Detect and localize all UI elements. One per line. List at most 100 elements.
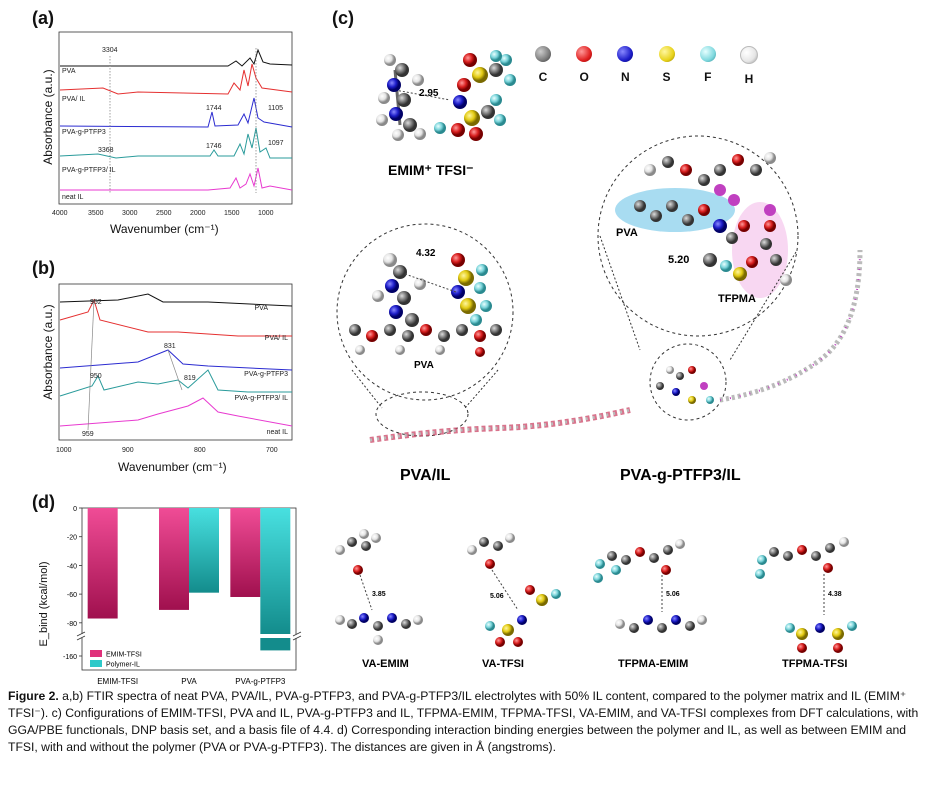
- panel-b-ftir-chart: PVA PVA/ IL PVA-g-PTFP3 PVA-g-PTFP3/ IL …: [56, 283, 293, 454]
- va-emim-label: VA-EMIM: [362, 658, 409, 670]
- annot-1097: 1097: [268, 140, 284, 147]
- carbon-atom-icon: [535, 46, 551, 62]
- trace-label-pva: PVA: [62, 68, 76, 75]
- va-emim-complex: [335, 529, 423, 645]
- legend-symbol: O: [579, 70, 589, 84]
- panel-label-c: (c): [332, 8, 354, 28]
- x-tick-label: PVA: [181, 677, 197, 686]
- figure-label: Figure 2.: [8, 689, 59, 703]
- pva-il-distance: 4.32: [416, 248, 436, 259]
- pva-il-inset-circle: [336, 223, 514, 401]
- trace-label-neat-il: neat IL: [267, 429, 289, 436]
- tfpma-emim-label: TFPMA-EMIM: [618, 658, 688, 670]
- panel-label-d: (d): [32, 492, 55, 512]
- tfpma-emim-distance: 5.06: [666, 591, 680, 598]
- axis-break-mark: [292, 631, 302, 637]
- axis-break-gap: [78, 634, 300, 638]
- panel-d-ylabel: E_bind (kcal/mol): [38, 561, 50, 647]
- x-tick: 1500: [224, 210, 240, 217]
- va-tfsi-distance: 5.06: [490, 593, 504, 600]
- panel-label-b: (b): [32, 258, 55, 278]
- pva-il-inset-molecules: [349, 253, 502, 357]
- pva-g-inset-tfpma-label: TFPMA: [718, 293, 756, 305]
- legend-label-0: EMIM-TFSI: [106, 652, 142, 659]
- panel-b-ylabel: Absorbance (a.u.): [41, 304, 55, 400]
- pva-g-inset-molecules: [634, 152, 792, 286]
- legend-F: F: [693, 46, 723, 86]
- pva-il-title: PVA/IL: [400, 467, 451, 484]
- trace-label-pva-g: PVA-g-PTFP3: [244, 371, 288, 378]
- fluorine-atom-icon: [699, 46, 716, 62]
- panel-a-xlabel: Wavenumber (cm⁻¹): [110, 222, 219, 236]
- x-tick: 700: [266, 447, 278, 454]
- va-tfsi-complex: [467, 533, 561, 647]
- legend-symbol: H: [744, 72, 754, 86]
- x-tick: 3500: [88, 210, 104, 217]
- x-tick-label: PVA-g-PTFP3: [235, 677, 286, 686]
- emim-tfsi-distance: 2.95: [419, 88, 439, 99]
- pva-g-inset-circle: [597, 135, 799, 337]
- bar-0-2: [230, 508, 261, 597]
- emim-tfsi-molecule: [376, 50, 516, 141]
- tfpma-tfsi-distance: 4.38: [828, 591, 842, 598]
- panel-a-ftir-chart: PVA PVA/ IL PVA-g-PTFP3 PVA-g-PTFP3/ IL …: [52, 31, 293, 217]
- pva-g-chain-molecule: [656, 366, 714, 404]
- hydrogen-atom-icon: [739, 46, 758, 64]
- pva-g-inset-pva-label: PVA: [616, 227, 638, 239]
- tfpma-tfsi-label: TFPMA-TFSI: [782, 658, 847, 670]
- legend-swatch-1: [90, 660, 102, 667]
- axis-break-mark: [292, 635, 302, 641]
- figure-caption: Figure 2. a,b) FTIR spectra of neat PVA,…: [8, 688, 920, 756]
- oxygen-atom-icon: [576, 46, 593, 62]
- x-tick: 4000: [52, 210, 68, 217]
- y-tick-label: -80: [67, 621, 77, 628]
- annot-831: 831: [164, 343, 176, 350]
- caption-text: a,b) FTIR spectra of neat PVA, PVA/IL, P…: [8, 689, 919, 754]
- x-tick: 2000: [190, 210, 206, 217]
- bar-0-1: [159, 508, 189, 610]
- legend-N: N: [610, 46, 640, 86]
- x-tick: 900: [122, 447, 134, 454]
- sulfur-atom-icon: [658, 46, 675, 62]
- legend-symbol: F: [704, 70, 712, 84]
- axis-break-mark: [76, 635, 86, 641]
- x-tick-label: EMIM-TFSI: [97, 677, 138, 686]
- trace-label-pva: PVA: [255, 305, 269, 312]
- legend-swatch-0: [90, 650, 102, 657]
- legend-symbol: C: [538, 70, 548, 84]
- annot-1105: 1105: [268, 105, 283, 112]
- legend-symbol: N: [621, 70, 630, 84]
- annot-1744: 1744: [206, 105, 222, 112]
- x-tick: 1000: [56, 447, 72, 454]
- panel-b-xlabel: Wavenumber (cm⁻¹): [118, 460, 227, 474]
- legend-H: H: [734, 46, 764, 86]
- y-tick-label: -60: [67, 592, 77, 599]
- annot-3368: 3368: [98, 147, 114, 154]
- x-tick: 2500: [156, 210, 172, 217]
- legend-S: S: [652, 46, 682, 86]
- tfpma-emim-complex: [593, 539, 707, 633]
- tfpma-tfsi-complex: [755, 537, 857, 653]
- trace-label-pva-g-il: PVA-g-PTFP3/ IL: [62, 167, 116, 174]
- y-tick-label: -20: [67, 535, 77, 542]
- annot-3304: 3304: [102, 47, 118, 54]
- y-tick-label: -40: [67, 563, 77, 570]
- legend-C: C: [528, 46, 558, 86]
- pva-g-chain: [719, 249, 863, 403]
- bar-0-0: [87, 508, 118, 619]
- pva-g-distance: 5.20: [668, 254, 689, 266]
- annot-819: 819: [184, 375, 196, 382]
- y-tick-label: 0: [73, 506, 77, 513]
- va-emim-distance: 3.85: [372, 591, 386, 598]
- legend-label-1: Polymer-IL: [106, 662, 140, 669]
- nitrogen-atom-icon: [617, 46, 634, 62]
- annot-952: 952: [90, 299, 102, 306]
- va-tfsi-label: VA-TFSI: [482, 658, 524, 670]
- annot-959: 959: [82, 431, 94, 438]
- annot-1746: 1746: [206, 143, 222, 150]
- trace-label-pva-g-il: PVA-g-PTFP3/ IL: [234, 395, 288, 402]
- x-tick: 800: [194, 447, 206, 454]
- bar-1-1: [189, 508, 219, 593]
- emim-tfsi-label: EMIM⁺ TFSI⁻: [388, 162, 474, 178]
- legend-symbol: S: [662, 70, 671, 84]
